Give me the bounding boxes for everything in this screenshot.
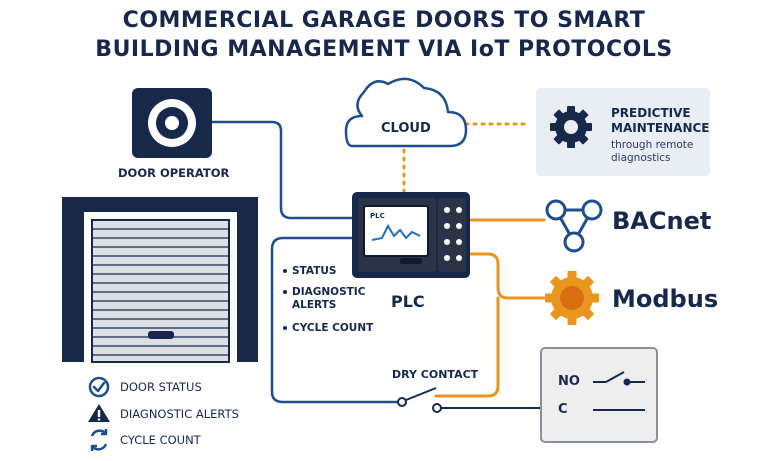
signal-status: STATUS	[292, 265, 337, 277]
dry-contact-to-modbus-line	[434, 296, 500, 398]
plc-label: PLC	[391, 292, 425, 311]
check-circle-icon	[88, 376, 110, 398]
signal-cycle-count: CYCLE COUNT	[292, 322, 374, 334]
legend-door-status: DOOR STATUS	[120, 380, 202, 394]
network-nodes-icon	[545, 199, 603, 253]
signal-diagnostic-line-1: DIAGNOSTIC	[292, 286, 366, 298]
connection-lines	[210, 120, 546, 409]
maintenance-subtitle-line-2: diagnostics	[611, 152, 671, 164]
dry-contact-label: DRY CONTACT	[392, 368, 479, 381]
maintenance-title-line-1: PREDICTIVE	[611, 106, 691, 120]
cloud-icon	[344, 77, 468, 148]
maintenance-subtitle-line-1: through remote	[611, 139, 694, 151]
dry-contact-switch	[397, 387, 442, 413]
signal-bullets	[283, 269, 287, 330]
plc-to-modbus-line	[468, 252, 546, 300]
cloud-label: CLOUD	[381, 121, 431, 136]
maintenance-title-line-2: MAINTENANCE	[611, 121, 710, 135]
page-title-line-1: COMMERCIAL GARAGE DOORS TO SMART	[122, 8, 646, 33]
relay-box	[540, 347, 658, 443]
garage-door	[62, 197, 258, 363]
operator-button-icon	[132, 88, 212, 158]
door-operator-label: DOOR OPERATOR	[118, 166, 230, 180]
refresh-icon	[90, 429, 108, 451]
orange-gear-icon	[545, 271, 599, 325]
operator-to-plc-line	[210, 120, 354, 220]
plc-to-dry-contact-line	[270, 236, 402, 404]
maintenance-panel	[536, 88, 710, 176]
plc-device	[352, 192, 470, 278]
legend-diagnostic-alerts: DIAGNOSTIC ALERTS	[120, 407, 239, 421]
plc-screen-label: PLC	[370, 212, 385, 220]
relay-c-label: C	[558, 402, 568, 417]
gear-icon	[550, 106, 592, 148]
page-title-line-2: BUILDING MANAGEMENT VIA IoT PROTOCOLS	[95, 37, 673, 62]
bacnet-label: BACnet	[612, 207, 712, 235]
relay-no-label: NO	[558, 374, 580, 389]
warning-triangle-icon	[88, 404, 110, 422]
plc-screen	[363, 205, 429, 257]
modbus-label: Modbus	[612, 285, 719, 313]
legend-cycle-count: CYCLE COUNT	[120, 433, 201, 447]
signal-diagnostic-line-2: ALERTS	[292, 299, 337, 311]
door-handle	[148, 331, 174, 339]
